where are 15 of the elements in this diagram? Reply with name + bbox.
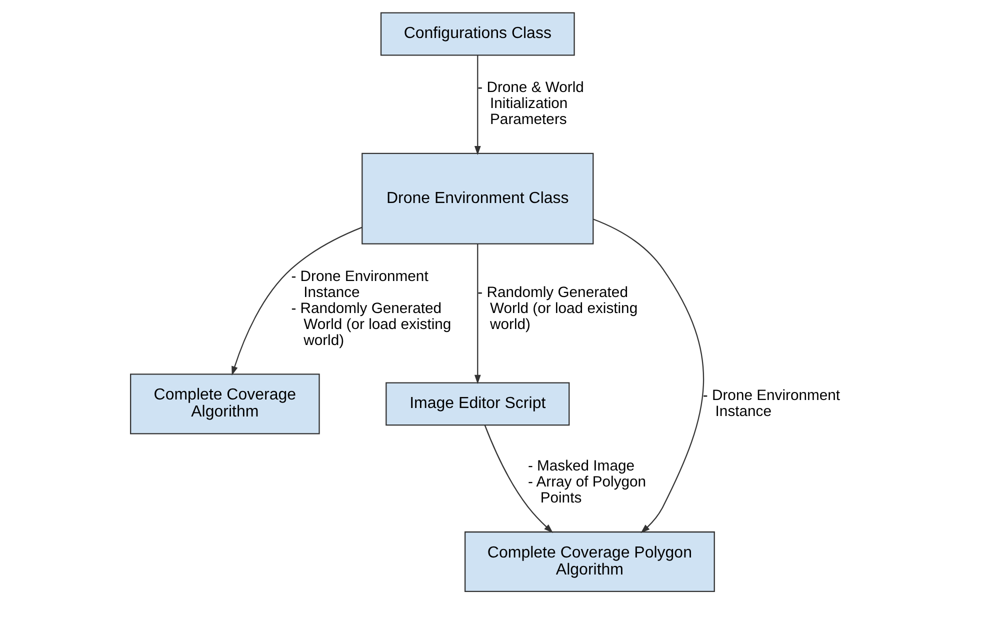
node-box: Complete Coverage Polygon Algorithm [464,531,715,592]
node-box: Drone Environment Class [362,152,594,244]
edge-label: - Drone Environment Instance - Randomly Generated World (or load existing world) [291,268,452,349]
edge-label: - Masked Image - Array of Polygon Points [528,458,646,507]
arrow [593,218,704,534]
arrow [474,244,481,384]
edge-label: - Randomly Generated World (or load existing world) [478,284,638,333]
arrow [232,226,362,376]
node-box: Image Editor Script [386,382,570,426]
edge-label: - Drone & World Initialization Parameters [478,80,584,128]
node-box: Configurations Class [380,12,575,56]
node-box: Complete Coverage Algorithm [130,374,320,434]
edge-label: - Drone Environment Instance [702,388,840,420]
arrow [474,55,481,156]
arrow [484,424,554,533]
